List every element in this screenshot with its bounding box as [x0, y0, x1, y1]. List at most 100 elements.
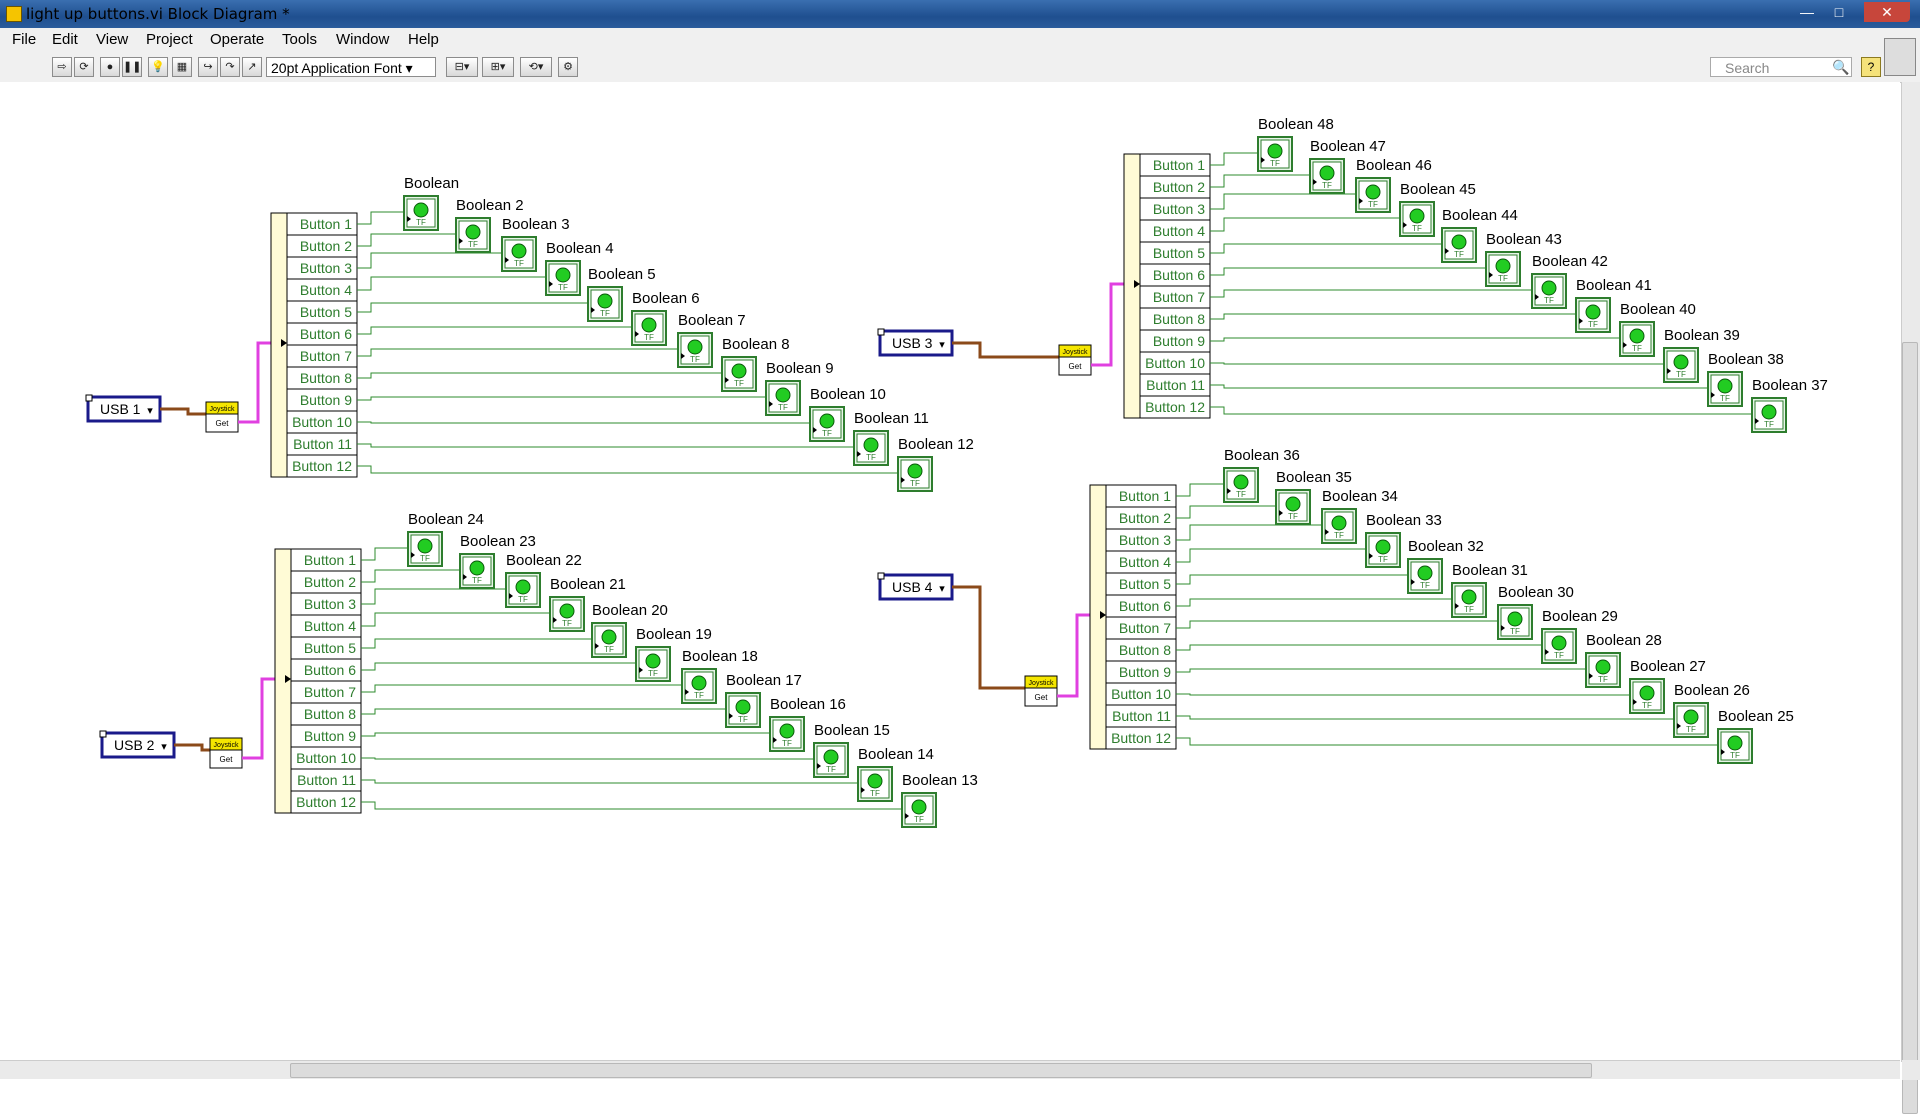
- pause-icon[interactable]: ❚❚: [122, 57, 142, 77]
- distribute-objects-icon[interactable]: ⊞▾: [482, 57, 514, 77]
- clean-up-diagram-icon[interactable]: ⚙: [558, 57, 578, 77]
- boolean-type-label: TF: [420, 554, 430, 563]
- maximize-button[interactable]: □: [1834, 4, 1844, 20]
- run-arrow-icon[interactable]: ⇨: [52, 57, 72, 77]
- indicator-input-arrow: [1403, 222, 1407, 228]
- context-help-icon[interactable]: ?: [1861, 57, 1881, 77]
- boolean-indicator-label: Boolean 39: [1664, 327, 1740, 344]
- refnum-corner-marker: [877, 572, 885, 580]
- unbundle-by-name-node[interactable]: [1089, 484, 1107, 750]
- boolean-wire: [1176, 548, 1366, 563]
- vertical-scrollbar[interactable]: [1901, 82, 1920, 1114]
- unbundle-element-label: Button 11: [293, 436, 352, 452]
- boolean-indicator-label: Boolean 7: [678, 312, 746, 329]
- boolean-wire: [1176, 505, 1276, 519]
- horizontal-scrollbar[interactable]: [0, 1060, 1900, 1079]
- unbundle-element-label: Button 2: [1153, 179, 1205, 195]
- boolean-type-label: TF: [648, 669, 658, 678]
- menu-view[interactable]: View: [96, 31, 129, 48]
- menu-file[interactable]: File: [12, 31, 37, 48]
- unbundle-element-label: Button 11: [1146, 377, 1205, 393]
- led-icon: [1551, 635, 1567, 651]
- indicator-input-arrow: [901, 477, 905, 483]
- menu-help[interactable]: Help: [408, 31, 439, 48]
- refnum-corner-marker: [85, 394, 93, 402]
- boolean-type-label: TF: [558, 283, 568, 292]
- step-over-icon[interactable]: ↷: [220, 57, 240, 77]
- unbundle-element-label: Button 10: [292, 414, 352, 430]
- boolean-type-label: TF: [690, 355, 700, 364]
- usb-refnum-1[interactable]: [86, 395, 162, 423]
- boolean-type-label: TF: [734, 379, 744, 388]
- indicator-input-arrow: [549, 281, 553, 287]
- menu-window[interactable]: Window: [336, 31, 390, 48]
- boolean-wire: [1210, 152, 1258, 166]
- boolean-indicator-label: Boolean 19: [636, 626, 712, 643]
- boolean-indicator-label: Boolean 36: [1224, 447, 1300, 464]
- menu-project[interactable]: Project: [146, 31, 193, 48]
- unbundle-element-label: Button 7: [1153, 289, 1205, 305]
- search-input[interactable]: Search: [1710, 57, 1852, 77]
- menu-operate[interactable]: Operate: [210, 31, 265, 48]
- boolean-type-label: TF: [514, 259, 524, 268]
- boolean-indicator-label: Boolean 9: [766, 360, 834, 377]
- reorder-icon[interactable]: ⟲▾: [520, 57, 552, 77]
- step-into-icon[interactable]: ↪: [198, 57, 218, 77]
- close-button[interactable]: ✕: [1864, 2, 1910, 22]
- led-icon: [469, 560, 485, 576]
- boolean-type-label: TF: [1764, 420, 1774, 429]
- menu-tools[interactable]: Tools: [282, 31, 318, 48]
- boolean-wire: [1176, 524, 1322, 541]
- refnum-corner-marker: [877, 328, 885, 336]
- highlight-execution-icon[interactable]: 💡: [148, 57, 168, 77]
- menu-edit[interactable]: Edit: [52, 31, 78, 48]
- led-icon: [1365, 184, 1381, 200]
- vertical-scroll-thumb[interactable]: [1902, 342, 1918, 1114]
- font-select[interactable]: 20pt Application Font ▾: [266, 57, 436, 77]
- boolean-type-label: TF: [694, 691, 704, 700]
- boolean-wire: [357, 326, 632, 335]
- led-icon: [1451, 234, 1467, 250]
- unbundle-element-label: Button 4: [304, 618, 356, 634]
- indicator-input-arrow: [1633, 699, 1637, 705]
- led-icon: [1683, 709, 1699, 725]
- unbundle-element-label: Button 11: [1112, 708, 1171, 724]
- horizontal-scroll-thumb[interactable]: [290, 1063, 1592, 1078]
- step-out-icon[interactable]: ↗: [242, 57, 262, 77]
- unbundle-element-label: Button 7: [300, 348, 352, 364]
- unbundle-element-label: Button 9: [300, 392, 352, 408]
- led-icon: [1495, 258, 1511, 274]
- unbundle-by-name-node[interactable]: [270, 212, 288, 478]
- retain-wire-values-icon[interactable]: ▦: [172, 57, 192, 77]
- boolean-wire: [361, 547, 408, 561]
- unbundle-input-arrow: [1134, 280, 1140, 288]
- usb-refnum-3[interactable]: [878, 329, 954, 357]
- joystick-header: [1058, 344, 1092, 358]
- unbundle-element-label: Button 3: [1119, 532, 1171, 548]
- unbundle-by-name-node[interactable]: [1123, 153, 1141, 419]
- joystick-vi-label: Joystick: [1029, 680, 1054, 687]
- joystick-header: [205, 401, 239, 415]
- led-icon: [687, 339, 703, 355]
- get-vi-label: Get: [216, 419, 230, 428]
- boolean-type-label: TF: [1378, 555, 1388, 564]
- unbundle-by-name-node[interactable]: [274, 548, 292, 814]
- boolean-wire: [357, 252, 502, 269]
- run-continuously-icon[interactable]: ⟳: [74, 57, 94, 77]
- indicator-input-arrow: [729, 713, 733, 719]
- indicator-input-arrow: [1279, 510, 1283, 516]
- indicator-input-arrow: [861, 787, 865, 793]
- boolean-wire: [361, 638, 592, 649]
- boolean-wire: [1210, 289, 1532, 298]
- boolean-wire: [361, 708, 726, 715]
- indicator-input-arrow: [685, 689, 689, 695]
- abort-icon[interactable]: ●: [100, 57, 120, 77]
- align-objects-icon[interactable]: ⊟▾: [446, 57, 478, 77]
- led-icon: [731, 363, 747, 379]
- boolean-indicator-label: Boolean 2: [456, 197, 524, 214]
- minimize-button[interactable]: —: [1800, 4, 1814, 20]
- unbundle-element-label: Button 9: [1119, 664, 1171, 680]
- boolean-wire: [1176, 715, 1674, 720]
- search-icon[interactable]: 🔍: [1832, 59, 1850, 75]
